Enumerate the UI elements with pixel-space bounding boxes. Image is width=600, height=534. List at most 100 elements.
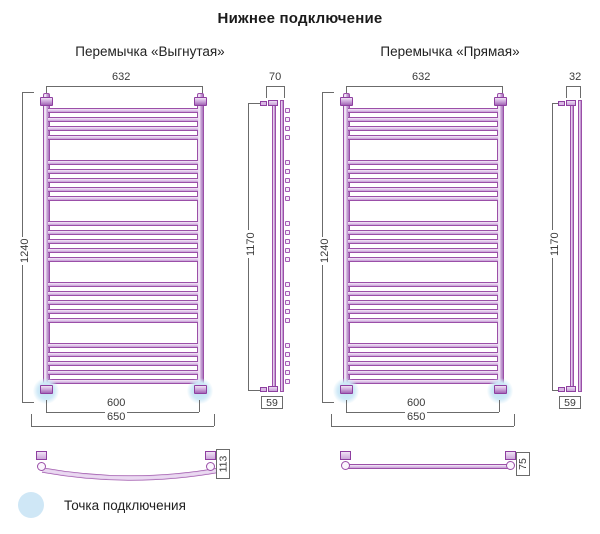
dim-label-59-right: 59 — [559, 396, 581, 409]
side-cap-top — [268, 100, 278, 106]
rung — [348, 291, 498, 296]
rung — [348, 309, 498, 314]
dim-tick — [202, 86, 203, 98]
dim-tick — [266, 86, 267, 98]
legend-label: Точка подключения — [64, 497, 186, 513]
rung — [348, 135, 498, 140]
dim-label-59-left: 59 — [261, 396, 283, 409]
plan-post-left — [340, 451, 351, 460]
rung — [348, 379, 498, 384]
rung — [48, 300, 198, 305]
dim-tick — [502, 86, 503, 98]
dim-label-70: 70 — [267, 71, 284, 83]
rung — [48, 361, 198, 366]
rung — [48, 343, 198, 348]
side-rung-end — [285, 169, 290, 174]
dim-tick — [31, 414, 32, 426]
rung — [48, 169, 198, 174]
dim-line-depth-right — [566, 86, 580, 87]
plan-ring-left — [341, 461, 350, 470]
rung — [48, 379, 198, 384]
side-rung-end — [285, 187, 290, 192]
rung — [348, 318, 498, 323]
side-tube-left — [272, 100, 276, 392]
page-title: Нижнее подключение — [217, 10, 383, 27]
dim-tick — [566, 86, 567, 98]
rung — [348, 257, 498, 262]
rung — [48, 178, 198, 183]
side-rung-end — [285, 117, 290, 122]
rung — [348, 239, 498, 244]
panel-subtitle-left: Перемычка «Выгнутая» — [75, 44, 225, 59]
dim-label-113: 113 — [216, 449, 230, 479]
side-rung-end — [285, 257, 290, 262]
rung — [348, 282, 498, 287]
dim-tick — [322, 402, 334, 403]
side-rung-end — [285, 230, 290, 235]
plan-ring-right — [206, 462, 215, 471]
dim-line-width-right — [346, 86, 502, 87]
dim-label-632-left: 632 — [110, 71, 133, 83]
rung — [348, 126, 498, 131]
plan-post-left — [36, 451, 47, 460]
top-joint-right — [494, 97, 507, 106]
side-rung-end — [285, 108, 290, 113]
rung — [348, 169, 498, 174]
rung — [48, 318, 198, 323]
side-nipple-top — [558, 101, 565, 106]
rung — [48, 187, 198, 192]
side-rung-end — [285, 343, 290, 348]
dim-tick — [346, 86, 347, 98]
rung — [48, 257, 198, 262]
rung — [348, 248, 498, 253]
plan-post-right — [205, 451, 216, 460]
side-rung-end — [285, 178, 290, 183]
side-rung-end — [285, 318, 290, 323]
rung — [348, 187, 498, 192]
side-tube-right — [280, 100, 284, 392]
side-cap-bottom — [566, 386, 576, 392]
side-rung-end — [285, 248, 290, 253]
side-rung-end — [285, 361, 290, 366]
plan-ring-left — [37, 462, 46, 471]
plan-post-right — [505, 451, 516, 460]
rung — [348, 361, 498, 366]
dim-label-1170-right: 1170 — [549, 230, 561, 258]
bottom-joint-left — [40, 385, 53, 394]
rung — [48, 282, 198, 287]
legend: Точка подключения — [18, 492, 186, 518]
bottom-joint-left — [340, 385, 353, 394]
dim-tick — [322, 92, 334, 93]
plan-ring-right — [506, 461, 515, 470]
rung — [348, 108, 498, 113]
side-nipple-top — [260, 101, 267, 106]
dim-tick — [22, 402, 34, 403]
straight-bridge-right — [344, 464, 510, 469]
side-rung-end — [285, 352, 290, 357]
rung — [348, 196, 498, 201]
rung — [348, 370, 498, 375]
side-rung-end — [285, 300, 290, 305]
side-tube-left — [570, 100, 574, 392]
rung — [48, 370, 198, 375]
dim-label-75: 75 — [516, 452, 530, 476]
dim-label-600-right: 600 — [405, 397, 428, 409]
rung — [48, 126, 198, 131]
top-joint-left — [40, 97, 53, 106]
rung — [48, 108, 198, 113]
dim-tick — [248, 103, 260, 104]
dim-label-650-right: 650 — [405, 411, 428, 423]
rung — [348, 160, 498, 165]
rung — [48, 291, 198, 296]
dim-tick — [46, 86, 47, 98]
connection-point-icon — [18, 492, 44, 518]
dim-label-1170-left: 1170 — [245, 230, 257, 258]
dim-label-1240-right: 1240 — [319, 236, 331, 265]
side-rung-end — [285, 196, 290, 201]
rung — [48, 135, 198, 140]
dim-tick — [499, 400, 500, 412]
curved-bridge-left — [41, 467, 221, 481]
side-rung-end — [285, 282, 290, 287]
side-rung-end — [285, 379, 290, 384]
